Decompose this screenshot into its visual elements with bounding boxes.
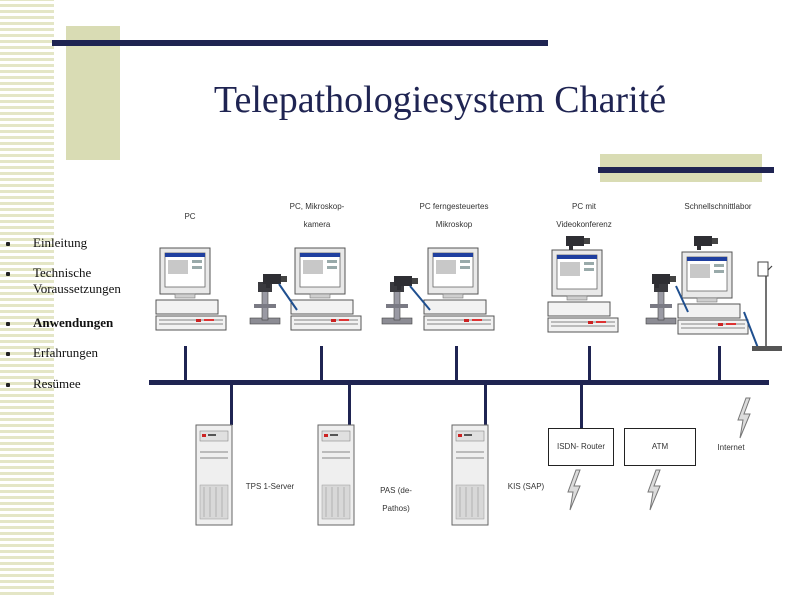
label-pc-camera: PC, Mikroskop- kamera	[289, 202, 345, 229]
isdn-router-box: ISDN- Router	[548, 428, 614, 466]
server-tps	[195, 424, 233, 526]
menu-item-technische-voraussetzungen[interactable]: Technische Voraussetzungen	[33, 265, 121, 296]
decor-bar-right	[598, 167, 774, 173]
isdn-link-bolt	[567, 469, 581, 511]
bullet-4	[6, 352, 10, 356]
label-pc-remote-microscope: PC ferngesteuertes Mikroskop	[419, 202, 489, 229]
workstation-pc-remote-microscope	[381, 247, 495, 331]
workstation-pc-camera	[249, 247, 362, 331]
label-tps-server: TPS 1-Server	[245, 482, 295, 491]
bullet-5	[6, 383, 10, 387]
atm-link-bolt	[647, 469, 661, 511]
menu-item-einleitung[interactable]: Einleitung	[33, 235, 88, 250]
menu-item-resuemee[interactable]: Resümee	[33, 376, 81, 391]
page-title: Telepathologiesystem Charité	[213, 79, 667, 121]
decor-square-top	[66, 26, 120, 160]
network-backbone	[149, 380, 769, 385]
label-rapid-section-lab: Schnellschnittlabor	[684, 202, 752, 211]
workstation-rapid-section-lab	[645, 236, 782, 351]
workstation-pc-videoconference	[547, 236, 619, 333]
internet-link-bolt	[737, 397, 751, 439]
decorative-stripes	[0, 0, 54, 595]
bullet-2	[6, 272, 10, 276]
bullet-3	[6, 322, 10, 326]
label-pas: PAS (de-Pathos)	[380, 486, 412, 513]
label-pc-videoconference: PC mit Videokonferenz	[556, 202, 612, 229]
server-kis	[451, 424, 489, 526]
decor-bar-top	[52, 40, 548, 46]
label-kis: KIS (SAP)	[507, 482, 545, 491]
workstation-pc	[155, 247, 227, 331]
menu-item-anwendungen[interactable]: Anwendungen	[33, 315, 114, 330]
menu-item-erfahrungen[interactable]: Erfahrungen	[33, 345, 98, 360]
atm-box: ATM	[624, 428, 696, 466]
bullet-1	[6, 242, 10, 246]
label-internet: Internet	[717, 443, 745, 452]
server-pas	[317, 424, 355, 526]
label-pc: PC	[184, 212, 196, 221]
